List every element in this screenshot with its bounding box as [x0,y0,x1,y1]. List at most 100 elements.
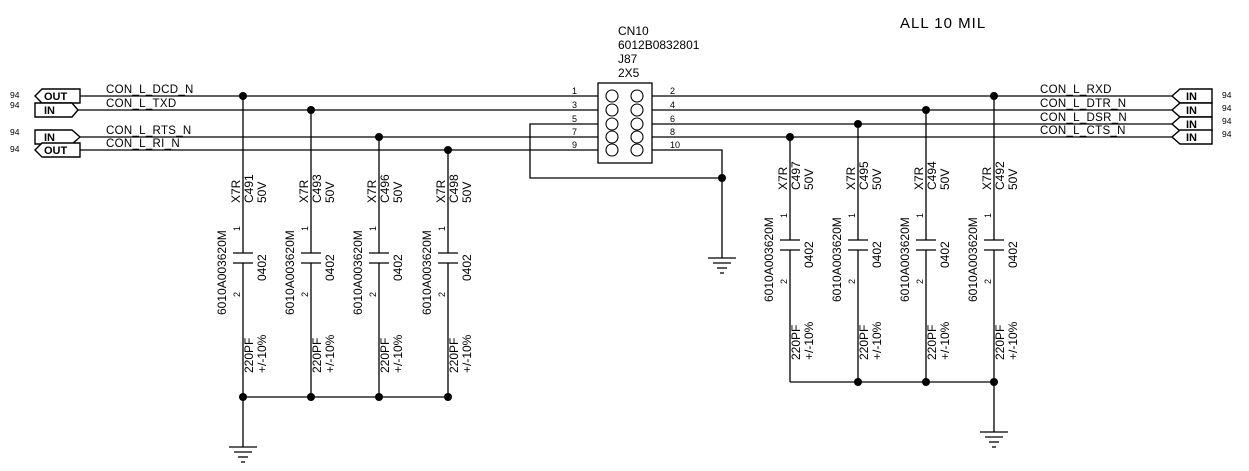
port-in-txd [34,102,79,118]
c497-tolerance: +/-10% [802,321,816,360]
c492-package: 0402 [1006,241,1020,268]
junction-c498-top [444,146,452,154]
wire-pin10-ground [652,149,723,258]
c497-voltage: 50V [802,169,816,190]
c498-value: 220PF [447,338,461,373]
c491-pin2: 2 [232,292,242,297]
connector-ref: CN10 [618,24,649,38]
pin-number-10: 10 [670,140,680,150]
c497-dielectric: X7R [776,166,790,190]
junction-ground-connector [718,174,726,182]
c498-pin2: 2 [437,292,447,297]
junction-right-bus-4 [990,378,998,386]
c494-package: 0402 [938,241,952,268]
net-label-dsr: CON_L_DSR_N [1040,112,1127,124]
connector-pin-5 [605,117,619,131]
c497-value: 220PF [789,325,803,360]
c492-pin2: 2 [983,279,993,284]
junction-c496-top [375,133,383,141]
wire-pin5-ground [529,123,722,179]
c491-pin1: 1 [232,226,242,231]
c494-tolerance: +/-10% [938,321,952,360]
c492-value: 220PF [993,325,1007,360]
connector-size: 2X5 [618,66,640,80]
c492-ref: C492 [993,161,1007,190]
c494-value: 220PF [925,325,939,360]
junction-right-bus-3 [922,378,930,386]
connector-pin-1 [605,89,619,103]
c497-pin1: 1 [779,213,789,218]
c496-part-number: 6010A003620M [351,230,365,315]
c495-voltage: 50V [870,169,884,190]
left-cap-bank [242,96,449,447]
junction-c493-top [307,106,315,114]
port-out-dcd [34,88,81,104]
c493-pin1: 1 [300,226,310,231]
net-label-rxd: CON_L_RXD [1040,84,1112,96]
junction-c495-top [854,120,862,128]
c496-pin1: 1 [368,226,378,231]
connector-cn10: CN10 6012B0832801 J87 2X5 1 3 5 7 9 2 4 … [572,24,700,164]
right-nets: CON_L_RXD CON_L_DTR_N CON_L_DSR_N CON_L_… [652,84,1172,258]
c498-voltage: 50V [460,182,474,203]
c494-pin1: 1 [915,213,925,218]
c493-voltage: 50V [323,182,337,203]
c491-part-number: 6010A003620M [215,230,229,315]
c496-value: 220PF [378,338,392,373]
connector-pin-10 [630,143,644,157]
right-cap-bank [789,96,995,432]
c493-part-number: 6010A003620M [283,230,297,315]
c491-tolerance: +/-10% [255,334,269,373]
connector-pin-4 [630,103,644,117]
port-sheet-dcd: 94 [10,90,20,100]
c493-package: 0402 [323,254,337,281]
port-sheet-ri: 94 [10,144,20,154]
connector-body [597,82,653,164]
pin-number-1: 1 [572,86,577,96]
c496-dielectric: X7R [365,179,379,203]
c498-dielectric: X7R [434,179,448,203]
c495-pin2: 2 [847,279,857,284]
c495-dielectric: X7R [844,166,858,190]
c493-tolerance: +/-10% [323,334,337,373]
c495-part-number: 6010A003620M [830,217,844,302]
pin-number-4: 4 [670,100,675,110]
port-in-rxd [1170,88,1213,104]
c493-ref: C493 [310,174,324,203]
c491-value: 220PF [242,338,256,373]
pin-number-2: 2 [670,86,675,96]
port-in-cts [1170,129,1213,145]
net-label-dcd: CON_L_DCD_N [106,84,194,96]
pin-number-3: 3 [572,100,577,110]
port-type-dsr: IN [1186,119,1197,131]
c497-ref: C497 [789,161,803,190]
junction-c494-top [922,106,930,114]
net-label-rts: CON_L_RTS_N [106,125,192,137]
c492-pin1: 1 [983,213,993,218]
c496-ref: C496 [378,174,392,203]
port-sheet-rts: 94 [10,127,20,137]
junction-left-bus-1 [239,393,247,401]
c497-part-number: 6010A003620M [762,217,776,302]
c494-pin2: 2 [915,279,925,284]
port-sheet-rxd: 94 [1222,90,1232,100]
junction-c497-top [786,133,794,141]
port-out-ri [34,142,81,158]
ground-symbol-left [229,446,257,463]
port-sheet-txd: 94 [10,100,20,110]
c496-package: 0402 [391,254,405,281]
c498-ref: C498 [447,174,461,203]
net-label-dtr: CON_L_DTR_N [1040,98,1126,110]
port-sheet-cts: 94 [1222,129,1232,139]
port-in-dtr [1170,102,1213,118]
c497-pin2: 2 [779,279,789,284]
c491-package: 0402 [255,254,269,281]
c494-part-number: 6010A003620M [898,217,912,302]
junction-c491-top [239,92,247,100]
connector-part-number: 6012B0832801 [618,38,700,52]
junction-left-bus-4 [444,393,452,401]
c491-ref: C491 [242,174,256,203]
right-ports: IN 94 IN 94 IN 94 IN 94 [1170,88,1232,145]
